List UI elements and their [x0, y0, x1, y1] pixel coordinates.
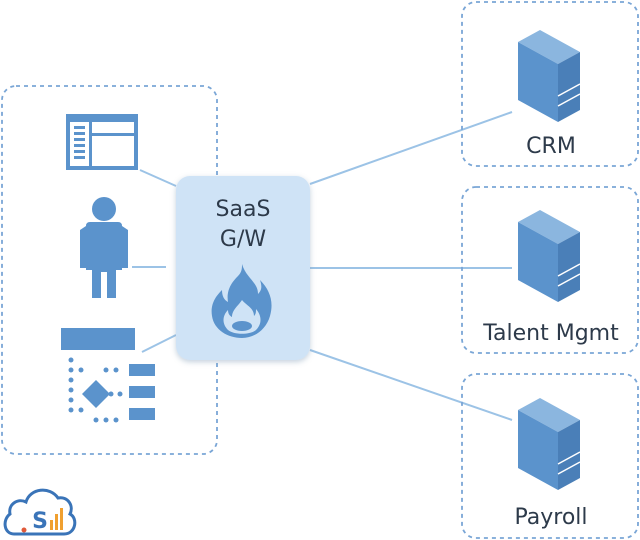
service-talent-mgmt-box: [461, 186, 639, 354]
user-icon: [80, 197, 128, 298]
service-talent-mgmt-label: Talent Mgmt: [482, 321, 619, 346]
workflow-icon: [61, 328, 155, 423]
service-crm: CRM: [461, 1, 639, 167]
connector-lines: [132, 111, 513, 421]
gateway-title-line1: SaaS: [216, 197, 271, 222]
service-crm-box: [461, 1, 639, 167]
service-payroll: Payroll: [461, 373, 639, 539]
logo-letter: S: [32, 509, 48, 534]
gateway-box: SaaS G/W: [176, 176, 310, 360]
server-icon: [518, 398, 581, 490]
flame-icon: [211, 264, 272, 338]
gateway-title-line2: G/W: [220, 227, 266, 252]
server-icon: [518, 30, 581, 122]
connector-workflow-to-gateway: [141, 334, 177, 353]
service-payroll-box: [461, 373, 639, 539]
service-crm-label: CRM: [526, 134, 576, 159]
connector-gateway-to-crm: [309, 111, 513, 185]
server-icon: [518, 210, 581, 302]
service-payroll-label: Payroll: [514, 505, 587, 530]
connector-form-to-gateway: [139, 169, 177, 187]
cloud-logo-icon: S: [3, 488, 77, 536]
connector-gateway-to-payroll: [309, 349, 513, 421]
service-talent-mgmt: Talent Mgmt: [461, 186, 639, 354]
form-window-icon: [66, 114, 138, 170]
